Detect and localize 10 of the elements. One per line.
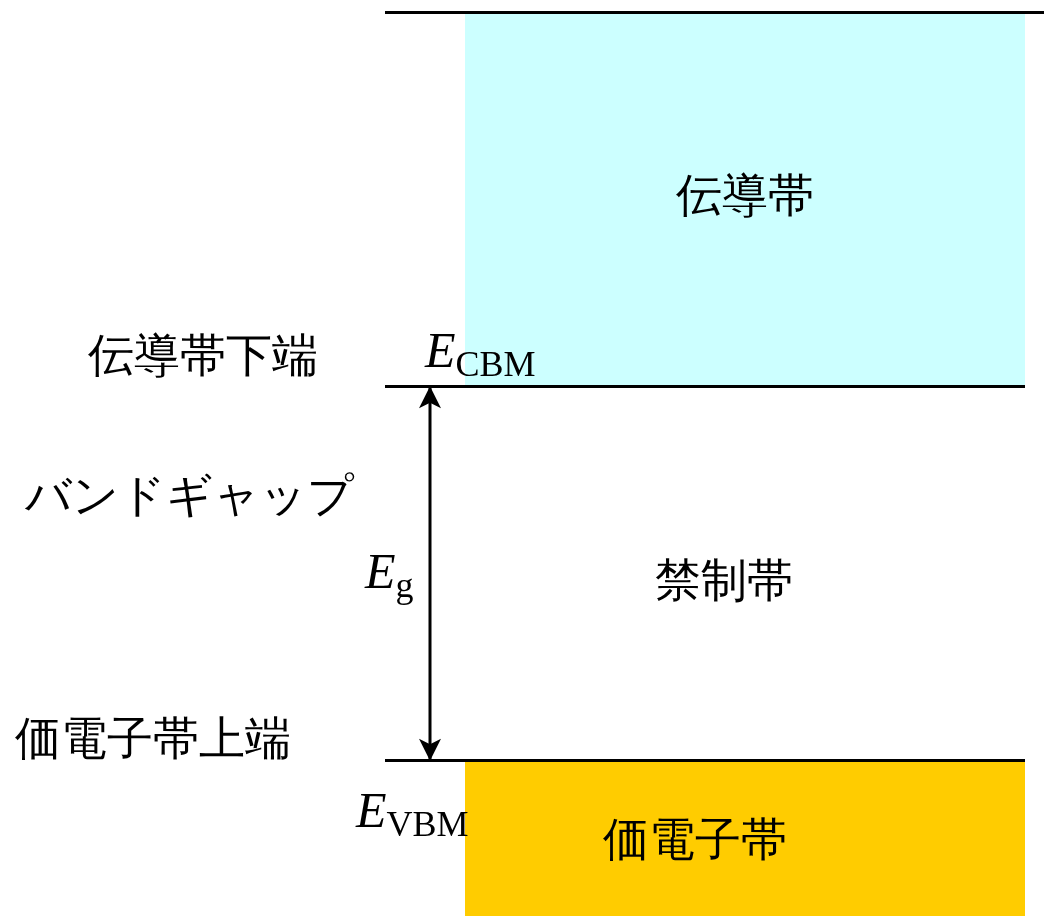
band-label: 伝導帯 — [676, 172, 814, 218]
band-edge-line — [385, 385, 1025, 388]
band-edge-line — [385, 759, 1025, 762]
energy-symbol: E$_{CBM}$ — [425, 325, 536, 382]
band-label: 価電子帯 — [603, 816, 787, 862]
level-label: 価電子帯上端 — [15, 715, 291, 761]
level-label: 伝導帯下端 — [88, 332, 318, 378]
band-label: 禁制帯 — [655, 557, 793, 603]
gap-label: バンドギャップ — [25, 472, 354, 518]
double-arrow — [419, 386, 441, 761]
